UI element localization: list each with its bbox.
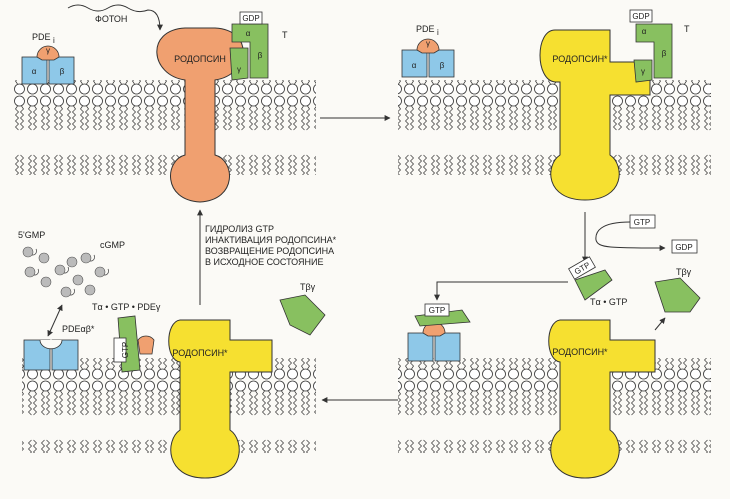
gtp-in-label: GTP — [634, 218, 650, 227]
t-alpha-gtp-pde-gamma: GTP Tα • GTP • PDEγ — [92, 302, 161, 373]
gtp-label: GTP — [429, 306, 445, 315]
rhodopsin-active-2: РОДОПСИН* — [539, 29, 651, 201]
phosphate-mark — [69, 288, 75, 296]
gtp-label: GTP — [121, 342, 130, 358]
note-line-1: ГИДРОЛИЗ GTP — [205, 224, 274, 234]
5gmp-label: 5'GMP — [18, 230, 45, 240]
beta-label: β — [662, 49, 667, 58]
pde-inhibited-1: γ α β PDE i — [21, 32, 75, 85]
cgmp-molecule — [38, 252, 50, 264]
cgmp-molecule — [72, 274, 84, 286]
note-line-4: В ИСХОДНОЕ СОСТОЯНИЕ — [205, 257, 323, 267]
pde-inhibited-2: γ α β PDE i — [401, 24, 455, 78]
gdp-label: GDP — [632, 12, 649, 21]
cgmp-molecule — [84, 284, 96, 296]
pde-sub-label: i — [437, 28, 439, 37]
alpha-label: α — [642, 27, 647, 36]
cgmp-molecule — [24, 266, 36, 278]
arrow-cgmp-in — [47, 304, 63, 337]
alpha-label: α — [412, 61, 417, 70]
gtp-exchange-curve — [595, 221, 666, 251]
photon-wave — [67, 4, 163, 31]
gamma-label: γ — [237, 65, 241, 74]
t-label: T — [684, 24, 690, 34]
phosphate-mark — [89, 254, 95, 262]
pde-sub-label: i — [53, 36, 55, 45]
cgmp-molecule — [66, 256, 78, 268]
gdp-out-label: GDP — [675, 243, 692, 252]
gamma-label: γ — [641, 67, 645, 76]
t-label: T — [282, 30, 288, 40]
t-beta-gamma-label: Tβγ — [300, 282, 316, 292]
membrane-top-right — [398, 80, 711, 175]
cgmp-molecule — [40, 276, 52, 288]
transducin-2: GDP α β γ T — [629, 9, 690, 83]
alpha-label: α — [32, 67, 37, 76]
phosphate-mark — [63, 266, 69, 274]
arrow-to-pde — [434, 281, 568, 301]
rhodopsin-star-label: РОДОПСИН* — [172, 348, 228, 358]
cgmp-molecule — [60, 286, 72, 298]
t-beta-gamma-label: Tβγ — [676, 267, 692, 277]
pde-activated-3: GTP — [407, 303, 471, 362]
gamma-label: γ — [46, 46, 50, 55]
phosphate-mark — [33, 268, 39, 276]
t-alpha-gtp-label: Tα • GTP — [590, 297, 627, 307]
rhodopsin-label: РОДОПСИН — [174, 54, 226, 64]
photon-label: ФОТОН — [95, 14, 127, 24]
gdp-label: GDP — [242, 14, 259, 23]
cgmp-molecule — [22, 246, 34, 258]
pde-ab-star-label: PDEαβ* — [62, 324, 95, 334]
rhodopsin-star-label: РОДОПСИН* — [552, 347, 608, 357]
note-line-3: ВОЗВРАЩЕНИЕ РОДОПСИНА — [205, 246, 334, 256]
membrane-bottom-left — [22, 358, 316, 453]
membrane-top-left — [14, 80, 316, 175]
transducin-1: GDP α β γ T — [229, 11, 288, 81]
pde-label: PDE — [416, 24, 435, 34]
beta-label: β — [60, 67, 65, 76]
phosphate-mark — [31, 248, 37, 256]
alpha-label: α — [246, 29, 251, 38]
rhodopsin-active-3: РОДОПСИН* — [548, 319, 656, 479]
cgmp-molecule — [54, 264, 66, 276]
arrow-to-tbg — [654, 317, 666, 331]
t-beta-gamma-right: Tβγ — [654, 267, 701, 313]
pde-active-4: PDEαβ* — [23, 324, 95, 371]
t-beta-gamma-left: Tβγ — [279, 282, 326, 336]
hydrolysis-note: ГИДРОЛИЗ GTP ИНАКТИВАЦИЯ РОДОПСИНА* ВОЗВ… — [205, 224, 337, 267]
cgmp-molecule — [80, 252, 92, 264]
cgmp-label: cGMP — [100, 240, 125, 250]
beta-label: β — [258, 51, 263, 60]
cgmp-hydrolysis: 5'GMP cGMP — [18, 230, 125, 337]
complex-label: Tα • GTP • PDEγ — [92, 302, 161, 312]
rhodopsin-active-4: РОДОПСИН* — [168, 319, 273, 479]
phosphate-mark — [103, 268, 109, 276]
t-alpha-gtp: GTP Tα • GTP — [568, 256, 627, 307]
gamma-label: γ — [426, 39, 430, 48]
note-line-2: ИНАКТИВАЦИЯ РОДОПСИНА* — [205, 235, 337, 245]
rhodopsin-star-label: РОДОПСИН* — [552, 54, 608, 64]
beta-label: β — [440, 61, 445, 70]
rhodopsin-inactive: РОДОПСИН — [156, 27, 244, 203]
pde-label: PDE — [32, 32, 51, 42]
cgmp-molecule — [94, 266, 106, 278]
